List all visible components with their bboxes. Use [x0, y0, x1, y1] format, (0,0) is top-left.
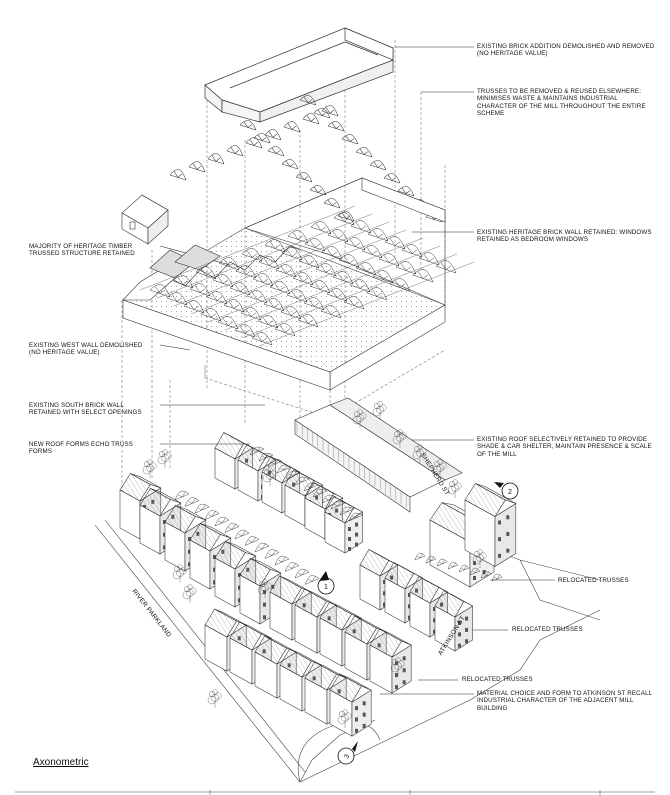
retained-mill-roof	[294, 397, 463, 513]
mill-truss-grid	[139, 205, 475, 347]
heritage-shed	[121, 194, 169, 245]
courtyard-truss-roof	[174, 446, 503, 585]
annotation-south-wall: EXISTING SOUTH BRICK WALL RETAINED WITH …	[29, 402, 142, 417]
view-marker-3: 3	[337, 741, 358, 765]
annotation-timber-structure: MAJORITY OF HERITAGE TIMBER TRUSSED STRU…	[29, 243, 135, 258]
trees	[142, 401, 487, 728]
annotation-west-wall: EXISTING WEST WALL DEMOLISHED (NO HERITA…	[29, 342, 143, 357]
view-marker-1: 1	[317, 571, 335, 595]
annotation-brick-addition: EXISTING BRICK ADDITION DEMOLISHED AND R…	[477, 43, 655, 58]
leader-lines	[159, 46, 555, 695]
brick-addition-layer	[204, 27, 394, 123]
annotation-relocated-trusses-3: RELOCATED TRUSSES	[462, 676, 533, 683]
ground-buildings	[119, 432, 517, 737]
annotation-relocated-trusses-2: RELOCATED TRUSSES	[512, 626, 583, 633]
heritage-mill-layer	[122, 177, 446, 419]
drawing-title: Axonometric	[33, 757, 89, 768]
view-marker-1-label: 1	[324, 584, 328, 591]
view-marker-2: 2	[494, 482, 519, 500]
annotation-roof-retained: EXISTING ROOF SELECTIVELY RETAINED TO PR…	[477, 436, 652, 458]
annotation-heritage-brick-wall: EXISTING HERITAGE BRICK WALL RETAINED: W…	[477, 229, 652, 244]
annotation-new-roof: NEW ROOF FORMS ECHO TRUSS FORMS	[29, 441, 134, 456]
view-marker-2-label: 2	[508, 489, 512, 496]
annotation-relocated-trusses-1: RELOCATED TRUSSES	[558, 577, 629, 584]
view-marker-3-label: 3	[343, 753, 351, 760]
annotation-material-choice: MATERIAL CHOICE AND FORM TO ATKINSON ST …	[477, 690, 653, 712]
annotation-trusses-reused: TRUSSES TO BE REMOVED & REUSED ELSEWHERE…	[477, 88, 646, 118]
